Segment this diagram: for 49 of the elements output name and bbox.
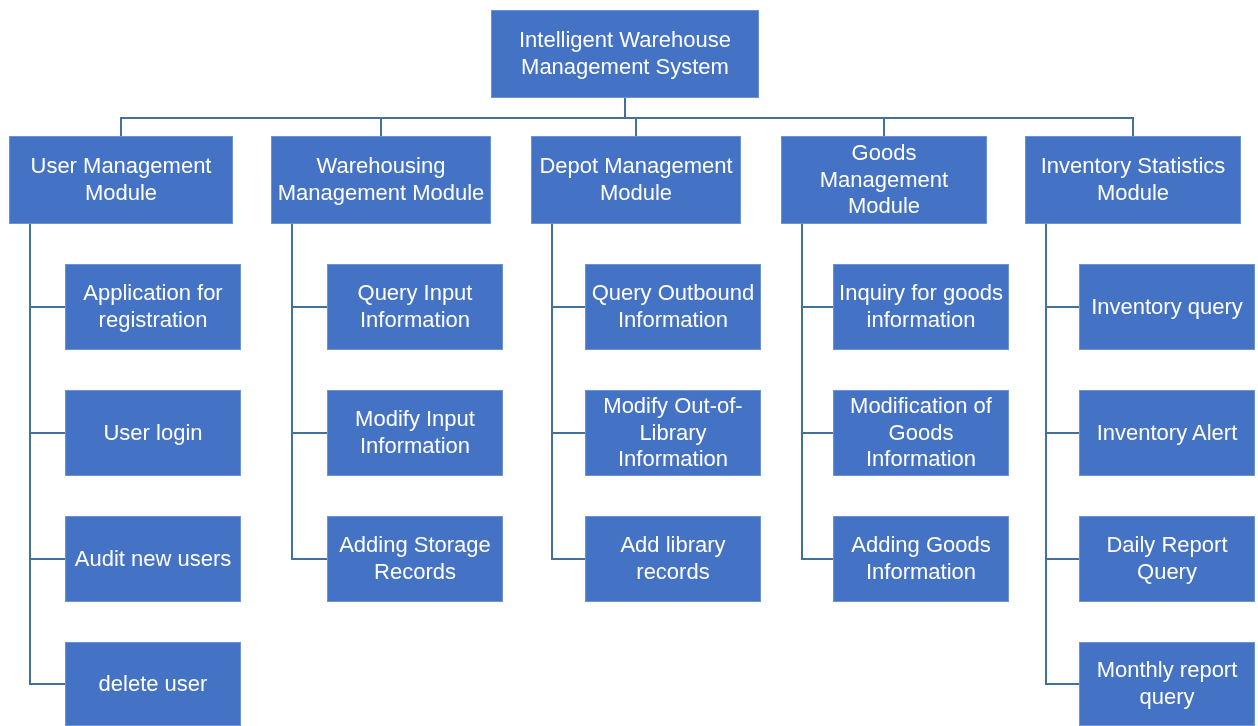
box-label: Warehousing Management Module [276, 153, 486, 207]
box-label: Modify Input Information [354, 406, 476, 460]
module-box [271, 136, 491, 224]
module-box [327, 516, 503, 602]
box-label: Inventory Statistics Module [1039, 153, 1227, 207]
box-label: Modification of Goods Information [849, 392, 993, 474]
module-box [833, 516, 1009, 602]
module-box [781, 136, 987, 224]
box-label: Query Input Information [356, 280, 474, 334]
module-box [327, 390, 503, 476]
box-label: Modify Out-of-Library Information [602, 392, 744, 474]
box-label: Audit new users [74, 545, 232, 573]
box-label: Goods Management Module [818, 139, 950, 221]
box-label: Add library records [619, 532, 727, 586]
box-label: Adding Storage Records [338, 532, 492, 586]
module-box [1025, 136, 1241, 224]
box-label: Inventory query [1091, 293, 1243, 321]
box-label: User login [103, 419, 203, 447]
box-label: Inquiry for goods information [838, 280, 1004, 334]
box-label: Adding Goods Information [850, 532, 992, 586]
box-label: Daily Report Query [1105, 532, 1229, 586]
module-box [65, 390, 241, 476]
box-label: Application for registration [82, 280, 224, 334]
box-label: Depot Management Module [538, 153, 734, 207]
connector-line [551, 223, 586, 560]
module-box [1079, 390, 1255, 476]
box-label: User Management Module [29, 153, 213, 207]
module-box [531, 136, 741, 224]
module-box [1079, 516, 1255, 602]
module-box [9, 136, 233, 224]
connector-line [801, 223, 834, 560]
module-box [65, 642, 241, 726]
root-box [491, 10, 759, 98]
module-box [65, 516, 241, 602]
module-box [833, 264, 1009, 350]
module-box [585, 390, 761, 476]
box-label: Inventory Alert [1096, 419, 1238, 447]
box-label: Intelligent Warehouse Management System [518, 27, 732, 81]
module-box [833, 390, 1009, 476]
module-box [1079, 264, 1255, 350]
box-label: Monthly report query [1095, 657, 1239, 711]
box-label: Query Outbound Information [590, 280, 756, 334]
connector-line [291, 223, 328, 560]
module-box [65, 264, 241, 350]
module-box [1079, 642, 1255, 726]
box-label: delete user [98, 670, 208, 698]
module-box [585, 264, 761, 350]
module-box [585, 516, 761, 602]
module-box [327, 264, 503, 350]
